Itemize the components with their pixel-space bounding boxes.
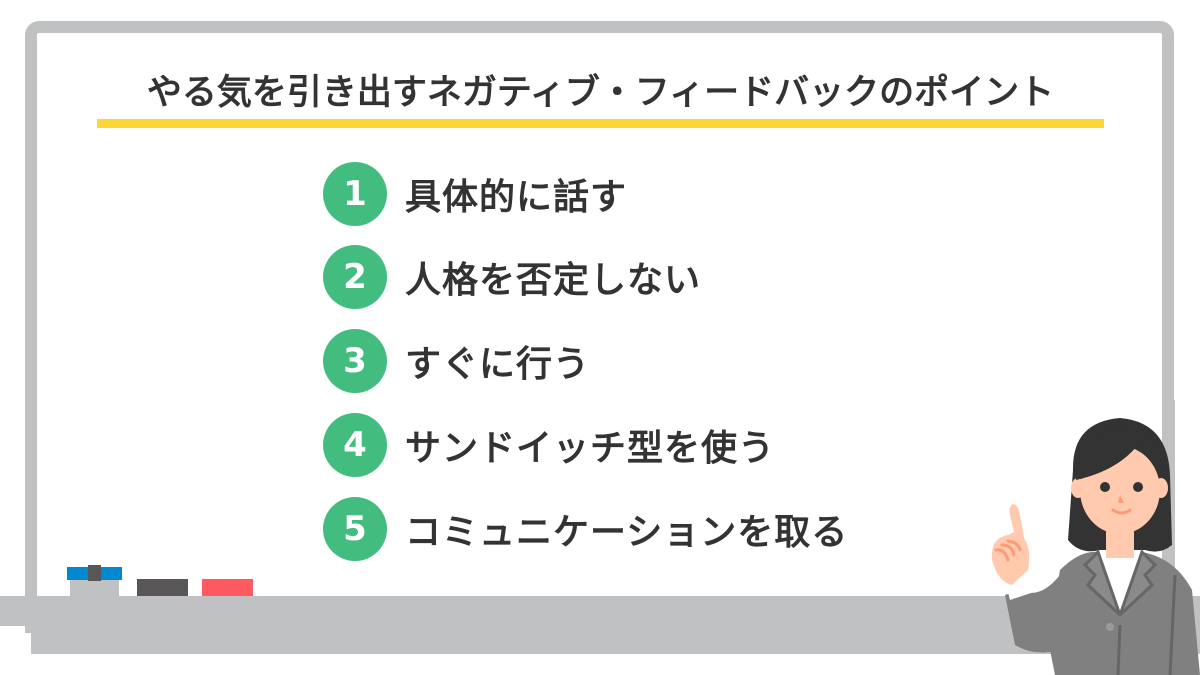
board-tray-base (31, 626, 1200, 654)
number-badge: 4 (323, 413, 387, 477)
point-label: 具体的に話す (405, 177, 628, 218)
number-badge: 3 (323, 329, 387, 393)
eraser-clip-icon (88, 565, 101, 581)
page-title: やる気を引き出すネガティブ・フィードバックのポイント (146, 73, 1055, 113)
teacher-pointing-icon (991, 400, 1200, 675)
number-badge: 2 (323, 245, 387, 309)
board-tray (0, 596, 1200, 626)
marker-red-icon (202, 579, 253, 596)
point-label: 人格を否定しない (405, 260, 702, 301)
point-label: すぐに行う (405, 344, 591, 385)
point-label: サンドイッチ型を使う (405, 428, 776, 469)
eraser-icon (70, 580, 119, 596)
number-badge: 5 (323, 497, 387, 561)
point-item-4: 4 サンドイッチ型を使う (323, 413, 775, 477)
point-item-5: 5 コミュニケーションを取る (323, 497, 848, 561)
point-item-2: 2 人格を否定しない (323, 245, 701, 309)
title-underline (97, 119, 1104, 128)
marker-black-icon (137, 579, 188, 596)
point-item-3: 3 すぐに行う (323, 329, 590, 393)
number-badge: 1 (323, 162, 387, 226)
point-label: コミュニケーションを取る (405, 512, 849, 553)
point-item-1: 1 具体的に話す (323, 162, 627, 226)
